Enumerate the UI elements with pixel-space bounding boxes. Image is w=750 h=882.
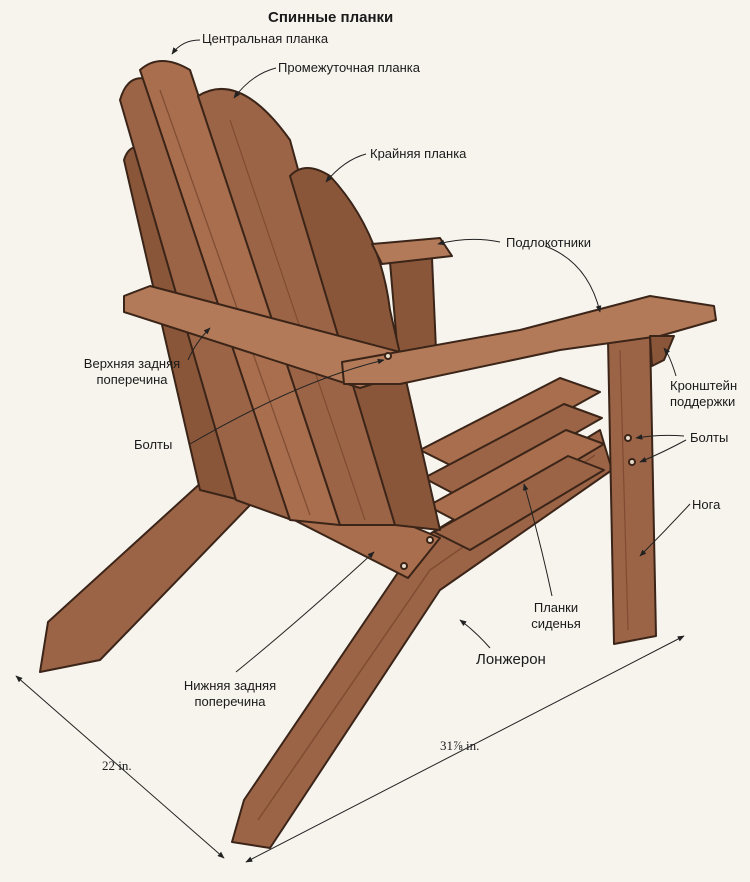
leader-bracket [663,347,677,377]
label-armrests: Подлокотники [506,235,591,250]
leader-armrests-1 [437,238,501,246]
label-upper-rear-rail-line2: поперечина [96,372,168,387]
right-armrest [341,295,717,385]
label-bracket: Кронштейн поддержки [670,378,737,410]
label-central-slat: Центральная планка [202,31,329,46]
label-bolts-right: Болты [690,430,729,445]
front-leg [607,331,657,645]
leader-bolts-right-1 [635,434,685,440]
seat-slat-1 [419,377,601,471]
label-stringer: Лонжерон [476,651,546,668]
left-stringer [39,469,256,673]
bolt-1 [624,434,632,442]
label-lower-rear-rail: Нижняя задняя поперечина [170,678,290,710]
leader-outer-slat [325,153,367,183]
label-lower-rear-rail-line1: Нижняя задняя [183,678,277,693]
bolt-2 [628,458,636,466]
label-bolts-left: Болты [134,437,173,452]
chair-drawing [39,60,717,849]
leader-lines [171,39,691,673]
label-bracket-line2: поддержки [670,394,736,409]
label-middle-slat: Промежуточная планка [278,60,420,75]
leader-leg [639,503,691,557]
leader-central-slat [171,39,201,55]
dimension-width: 22 in. [102,758,132,773]
label-upper-rear-rail: Верхняя задняя поперечина [70,356,194,388]
leader-armrests-2 [544,245,602,313]
seat-slat-4 [433,455,605,551]
bolt-3 [400,562,408,570]
seat-slat-2 [423,403,603,499]
leader-bolts-right-2 [639,439,687,463]
label-upper-rear-rail-line1: Верхняя задняя [83,356,181,371]
leader-seat-slats [523,483,553,597]
bolt-5 [384,352,392,360]
leader-middle-slat [233,67,277,99]
armrest-back [371,237,453,265]
dim-line-width [15,675,225,859]
label-outer-slat: Крайняя планка [370,146,467,161]
label-seat-slats-line1: Планки [533,600,579,615]
label-bracket-line1: Кронштейн [670,378,738,393]
label-seat-slats-line2: сиденья [531,616,581,631]
dimension-lines [15,635,685,863]
label-lower-rear-rail-line2: поперечина [194,694,266,709]
leader-bolts-left [189,358,385,445]
diagram-title: Спинные планки [268,9,394,26]
bolt-4 [426,536,434,544]
leader-stringer [459,619,491,649]
dimension-depth: 31⅞ in. [440,738,480,753]
leader-upper-rail [187,327,211,361]
support-bracket [649,335,675,367]
dim-line-depth [245,635,685,863]
label-seat-slats: Планки сиденья [520,600,592,632]
label-leg: Нога [692,497,721,512]
seat-slat-3 [427,429,605,527]
